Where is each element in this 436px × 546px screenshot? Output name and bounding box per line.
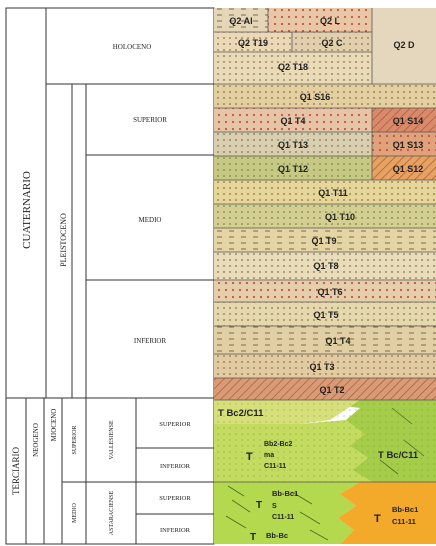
label-bb2-bc2: Bb2-Bc2 [264, 441, 293, 448]
label-astaraciense-superior: SUPERIOR [159, 495, 191, 502]
label-c11-11-a: C11-11 [264, 463, 286, 470]
label-q1-t6: Q1 T6 [317, 287, 342, 297]
label-t-symbol-2: T [256, 500, 262, 511]
label-q1-t8: Q1 T8 [313, 261, 338, 271]
label-q2-t18: Q2 T18 [278, 62, 308, 72]
label-c11-11-b: C11-11 [272, 514, 294, 521]
label-pleistoceno: PLEISTOCENO [59, 213, 68, 267]
label-q2-c: Q2 C [321, 38, 343, 48]
label-vallesiense: VALLESIENSE [109, 420, 115, 460]
label-astaraciense-inferior: INFERIOR [160, 527, 191, 534]
label-q1-t9: Q1 T9 [311, 236, 336, 246]
label-holoceno: HOLOCENO [113, 43, 152, 51]
label-bb-bc1-b: Bb-Bc1 [392, 505, 418, 514]
label-q1-t2: Q1 T2 [319, 385, 344, 395]
label-t-symbol-3: T [374, 513, 381, 525]
label-mioceno-superior: SUPERIOR [72, 425, 78, 454]
label-neogeno: NEOGENO [32, 423, 40, 457]
label-q1-s14: Q1 S14 [393, 116, 424, 126]
unit-column [214, 8, 436, 544]
label-inferior: INFERIOR [134, 337, 167, 345]
unit-hatch-lines [225, 407, 425, 541]
unit-q2-d [372, 8, 436, 84]
label-q2-al: Q2 Al [229, 16, 252, 26]
label-t-bc2-c11: T Bc2/C11 [218, 408, 264, 419]
label-astaraciense: ASTARACIENSE [109, 490, 115, 535]
label-bb-bc1-a: Bb-Bc1 [272, 489, 298, 498]
label-q1-t4-lower: Q1 T4 [325, 336, 350, 346]
label-q1-s12: Q1 S12 [393, 164, 424, 174]
label-vallesiense-superior: SUPERIOR [159, 421, 191, 428]
label-q1-t4-upper: Q1 T4 [280, 116, 305, 126]
label-q1-t13: Q1 T13 [278, 140, 308, 150]
label-q1-s16: Q1 S16 [300, 92, 331, 102]
label-medio: MEDIO [139, 216, 162, 224]
label-terciario: TERCIARIO [11, 447, 21, 495]
label-q1-t11: Q1 T11 [318, 188, 348, 198]
label-superior: SUPERIOR [133, 116, 167, 124]
unit-separators [214, 8, 436, 483]
label-t-symbol-4: T [250, 532, 256, 543]
label-mioceno-medio: MEDIO [72, 503, 78, 523]
unit-bb-bc1-green [214, 482, 360, 544]
label-q1-t3: Q1 T3 [309, 362, 334, 372]
unit-bb-bc1-orange [338, 482, 436, 544]
label-cuaternario: CUATERNARIO [21, 171, 33, 249]
label-q2-l: Q2 L [320, 16, 341, 26]
label-t-bc-c11: T Bc/C11 [378, 450, 419, 461]
left-frame [5, 7, 215, 545]
label-bb-bc-lower: Bb-Bc [266, 531, 288, 540]
label-c11-11-c: C11-11 [392, 517, 416, 526]
label-q1-t5: Q1 T5 [313, 310, 338, 320]
label-q2-t19: Q2 T19 [238, 38, 268, 48]
label-q1-t12: Q1 T12 [278, 164, 308, 174]
label-ma: ma [264, 452, 274, 459]
label-q1-s13: Q1 S13 [393, 140, 424, 150]
label-vallesiense-inferior: INFERIOR [160, 463, 191, 470]
label-q1-t10: Q1 T10 [325, 212, 355, 222]
label-q2-d: Q2 D [393, 40, 415, 50]
label-mioceno: MIOCENO [50, 409, 58, 442]
label-t-symbol-1: T [246, 451, 253, 463]
label-s: S [272, 503, 277, 510]
